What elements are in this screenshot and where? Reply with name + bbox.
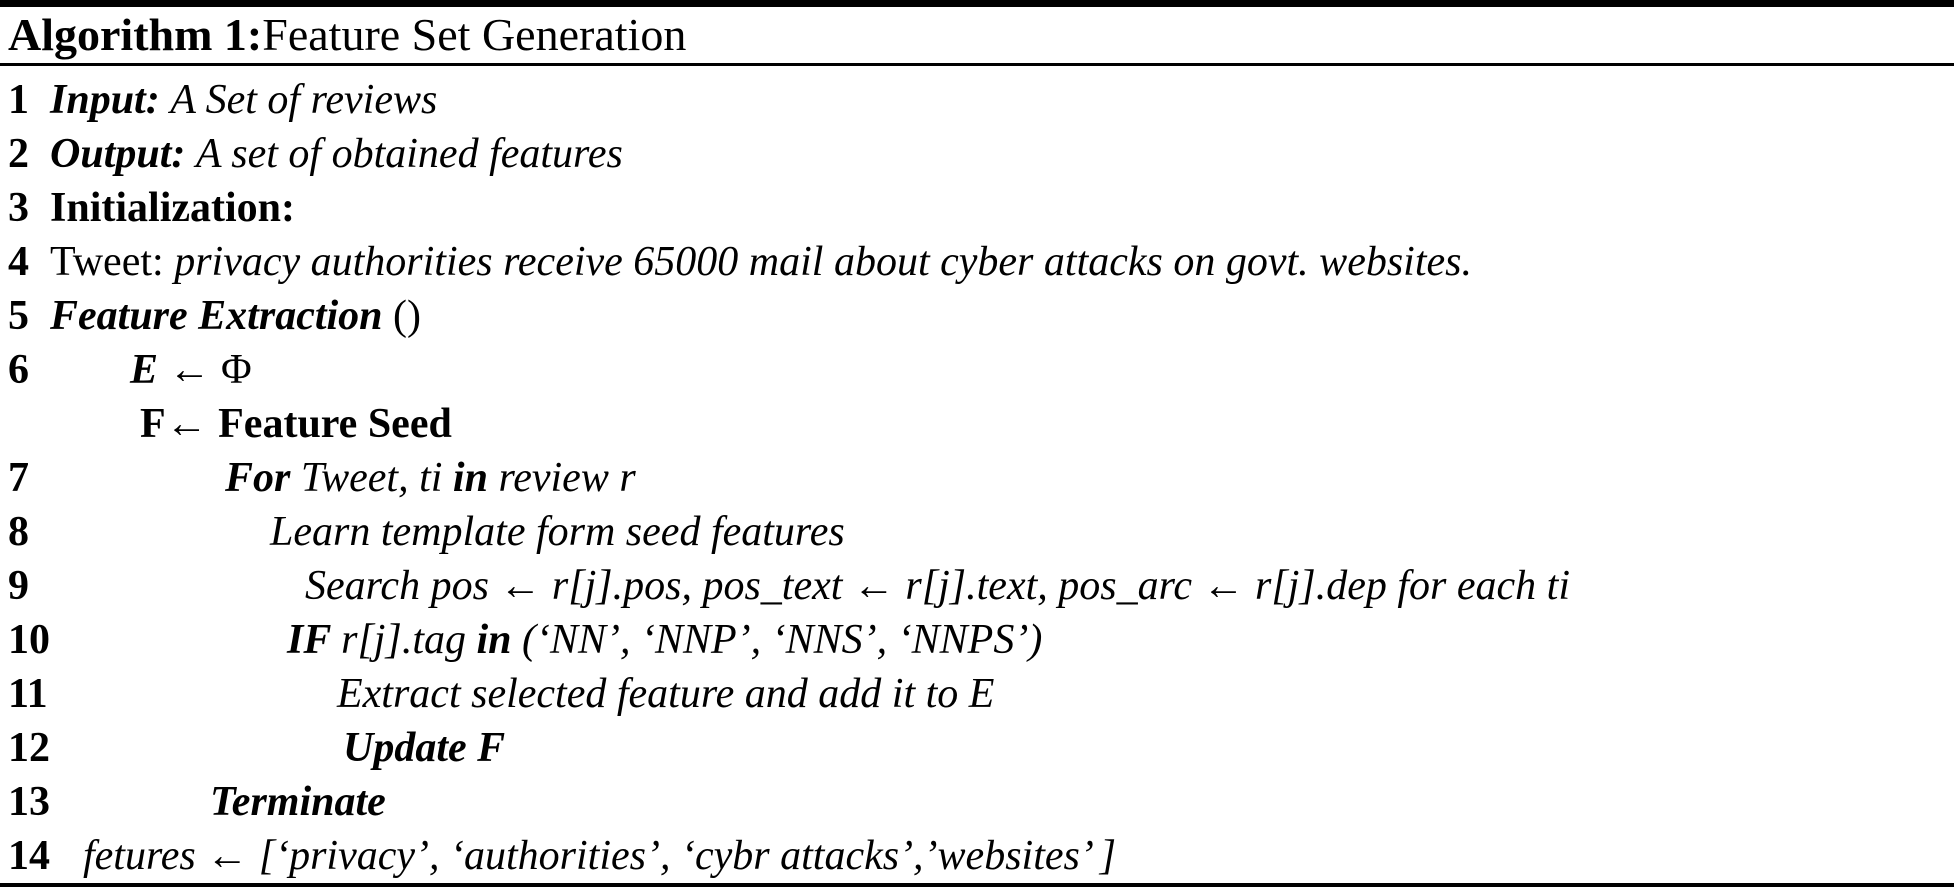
line-number: 8 xyxy=(8,509,29,555)
line-number: 9 xyxy=(8,563,29,609)
keyword-terminate: Terminate xyxy=(210,779,386,825)
variable-e: E xyxy=(130,347,159,393)
keyword-initialization: Initialization: xyxy=(50,185,296,231)
algo-line-2: 2 Output: A set of obtained features xyxy=(0,127,1954,181)
algo-line-10: 10 IF r[j].tag in (‘NN’, ‘NNP’, ‘NNS’, ‘… xyxy=(0,613,1954,667)
algorithm-title: Algorithm 1: Feature Set Generation xyxy=(0,7,1954,66)
algorithm-body: 1 Input: A Set of reviews 2 Output: A se… xyxy=(0,66,1954,883)
line-text: Learn template form seed features xyxy=(270,509,845,555)
algo-line-4: 4 Tweet: privacy authorities receive 650… xyxy=(0,235,1954,289)
line-text: A set of obtained features xyxy=(195,131,623,177)
algo-line-6: 6 E ← Φ xyxy=(0,343,1954,397)
algorithm-title-text: Feature Set Generation xyxy=(262,9,687,60)
function-name: Feature Extraction xyxy=(50,293,394,339)
line-number: 14 xyxy=(8,833,50,879)
line-number: 3 xyxy=(8,185,29,231)
keyword-for: For xyxy=(225,455,301,501)
algo-line-3: 3 Initialization: xyxy=(0,181,1954,235)
line-text: A Set of reviews xyxy=(170,77,438,123)
line-number: 13 xyxy=(8,779,50,825)
line-number: 2 xyxy=(8,131,29,177)
algo-line-13: 13 Terminate xyxy=(0,775,1954,829)
algo-line-12: 12 Update F xyxy=(0,721,1954,775)
algo-line-11: 11 Extract selected feature and add it t… xyxy=(0,667,1954,721)
algo-line-8: 8 Learn template form seed features xyxy=(0,505,1954,559)
line-number: 1 xyxy=(8,77,29,123)
line-text: r[j].tag xyxy=(341,617,477,663)
parens: () xyxy=(393,293,422,339)
keyword-input: Input: xyxy=(50,77,171,123)
algo-line-f: F← Feature Seed xyxy=(0,397,1954,451)
line-number: 11 xyxy=(8,671,48,717)
tweet-text: privacy authorities receive 65000 mail a… xyxy=(174,239,1473,285)
line-number: 12 xyxy=(8,725,50,771)
algo-line-1: 1 Input: A Set of reviews xyxy=(0,73,1954,127)
keyword-in: in xyxy=(476,617,523,663)
keyword-update: Update F xyxy=(343,725,506,771)
features-result: fetures ← [‘privacy’, ‘authorities’, ‘cy… xyxy=(83,833,1117,879)
assignment-phi: ← Φ xyxy=(158,347,252,393)
line-text: review r xyxy=(498,455,636,501)
arrow: ← xyxy=(165,401,219,447)
variable-f: F xyxy=(140,401,166,447)
line-text: Extract selected feature and add it to E xyxy=(337,671,995,717)
algo-line-5: 5 Feature Extraction () xyxy=(0,289,1954,343)
algo-line-7: 7 For Tweet, ti in review r xyxy=(0,451,1954,505)
keyword-in: in xyxy=(452,455,499,501)
keyword-output: Output: xyxy=(50,131,196,177)
line-number: 5 xyxy=(8,293,29,339)
tweet-label: Tweet: xyxy=(50,239,175,285)
line-number: 6 xyxy=(8,347,29,393)
keyword-if: IF xyxy=(287,617,342,663)
line-number: 4 xyxy=(8,239,29,285)
line-text: Search pos ← r[j].pos, pos_text ← r[j].t… xyxy=(305,563,1571,609)
tag-list: (‘NN’, ‘NNP’, ‘NNS’, ‘NNPS’) xyxy=(522,617,1043,663)
line-number: 7 xyxy=(8,455,29,501)
algo-line-14: 14 fetures ← [‘privacy’, ‘authorities’, … xyxy=(0,829,1954,883)
algo-line-9: 9 Search pos ← r[j].pos, pos_text ← r[j]… xyxy=(0,559,1954,613)
line-text: Tweet, ti xyxy=(300,455,453,501)
algorithm-title-label: Algorithm 1: xyxy=(8,9,263,60)
line-number: 10 xyxy=(8,617,50,663)
feature-seed: Feature Seed xyxy=(218,401,452,447)
